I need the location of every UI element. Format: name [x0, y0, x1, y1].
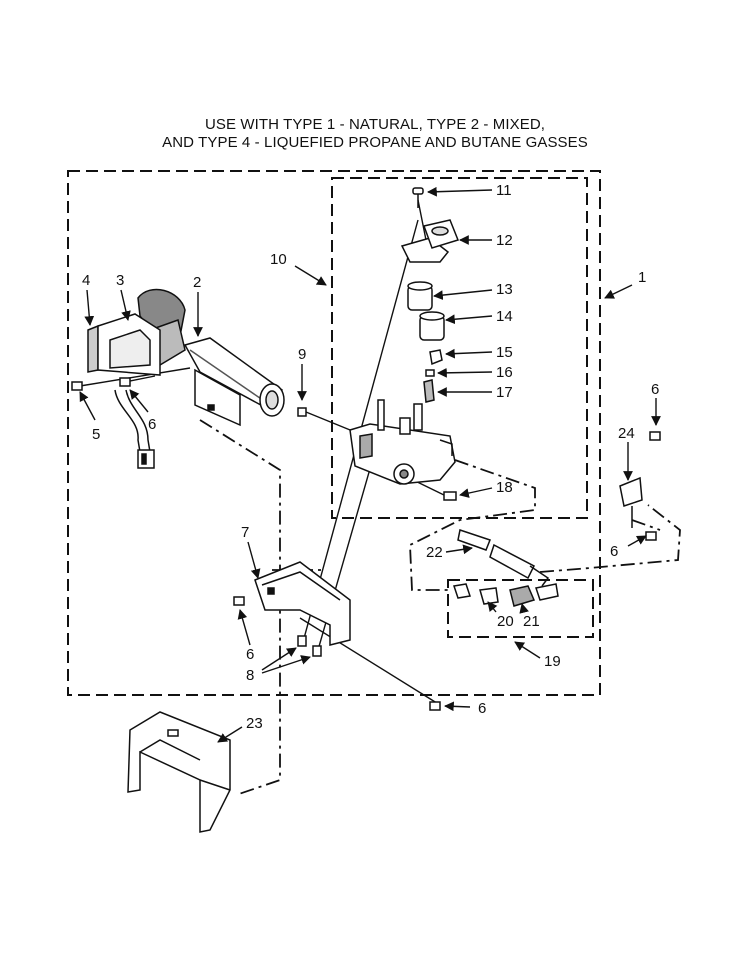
- callout-5: 5: [92, 426, 100, 443]
- callout-3: 3: [116, 272, 124, 289]
- screw-6-lower-right: [645, 531, 657, 541]
- leader-16: [437, 367, 493, 378]
- callout-6-upper-right: 6: [651, 381, 659, 398]
- leader-5: [79, 391, 96, 421]
- leader-6e: [444, 701, 471, 712]
- connection-lines: [199, 419, 681, 796]
- callout-6-left: 6: [148, 416, 156, 433]
- part-screw-11: [412, 187, 424, 208]
- callout-22: 22: [426, 544, 443, 561]
- leader-1: [604, 284, 633, 299]
- leader-13: [433, 289, 493, 300]
- screw-6-left: [119, 377, 131, 387]
- screw-8a: [297, 635, 307, 647]
- callout-14: 14: [496, 308, 513, 325]
- callout-1: 1: [638, 269, 646, 286]
- part-orifice-fittings: [453, 583, 559, 607]
- connection-line-to-item-24: [539, 504, 681, 573]
- leader-11: [427, 186, 493, 197]
- boundary-item-19: [447, 579, 594, 638]
- callout-24: 24: [618, 425, 635, 442]
- callout-6-lower-right: 6: [610, 543, 618, 560]
- diagram-title-line-2: AND TYPE 4 - LIQUEFIED PROPANE AND BUTAN…: [162, 134, 588, 151]
- callout-7: 7: [241, 524, 249, 541]
- leader-7: [247, 541, 261, 579]
- part-screw-18: [443, 491, 457, 501]
- callout-12: 12: [496, 232, 513, 249]
- part-15-16-17: [423, 349, 443, 403]
- part-igniter-bracket: [87, 313, 161, 469]
- callout-numbers: 1 2 3 4 5 6 6 6 6 6 7 8 9 10 11 12 13 14…: [82, 182, 659, 732]
- connection-line-bracket2-to-bracket23: [199, 419, 281, 796]
- part-bracket-24: [619, 476, 643, 528]
- callout-8: 8: [246, 667, 254, 684]
- callout-2: 2: [193, 274, 201, 291]
- leader-19: [514, 641, 541, 659]
- part-gas-valve-body: [349, 399, 456, 485]
- leader-23: [217, 726, 243, 743]
- callout-19: 19: [544, 653, 561, 670]
- assembly-boundaries: [67, 170, 601, 696]
- screws: [71, 377, 661, 711]
- leader-22: [445, 544, 473, 555]
- callout-15: 15: [496, 344, 513, 361]
- screw-6-bottom: [429, 701, 441, 711]
- callout-9: 9: [298, 346, 306, 363]
- leader-14: [445, 314, 493, 325]
- assembly-line-screw-11: [417, 199, 427, 241]
- part-base-bracket-23: [127, 711, 231, 833]
- connection-line-item-24-valve: [631, 519, 661, 531]
- screw-8b: [312, 645, 322, 657]
- callout-6-bottom: 6: [478, 700, 486, 717]
- leader-6c: [627, 535, 647, 547]
- boundary-item-10: [331, 177, 588, 519]
- part-mounting-bracket-7: [254, 561, 351, 646]
- part-solenoid-coil-13: [407, 281, 433, 311]
- diagram-title-line-1: USE WITH TYPE 1 - NATURAL, TYPE 2 - MIXE…: [204, 116, 546, 133]
- screw-9: [297, 407, 307, 417]
- leader-4: [84, 289, 95, 326]
- part-nozzle-tube: [457, 529, 550, 587]
- leader-10: [294, 265, 327, 286]
- callout-10: 10: [270, 251, 287, 268]
- screw-6-bracket: [233, 596, 245, 606]
- boundary-item-1: [67, 170, 601, 696]
- assembly-line-screw-5: [79, 367, 191, 387]
- callout-16: 16: [496, 364, 513, 381]
- connection-line-valve-to-nozzle: [409, 459, 536, 591]
- callout-13: 13: [496, 281, 513, 298]
- leader-6d: [237, 609, 251, 646]
- callout-17: 17: [496, 384, 513, 401]
- leader-20: [487, 601, 498, 613]
- leader-8b: [261, 655, 311, 674]
- leader-3: [120, 289, 131, 321]
- assembly-line-screw-6-lower: [299, 617, 441, 706]
- part-solenoid-coil-14: [419, 311, 445, 341]
- callout-20: 20: [497, 613, 514, 630]
- leader-15: [445, 348, 493, 359]
- screw-6-upper-right: [649, 431, 661, 441]
- callout-6-bracket: 6: [246, 646, 254, 663]
- part-coil-bracket: [400, 219, 459, 263]
- assembly-line-screw-9: [305, 411, 356, 433]
- callout-4: 4: [82, 272, 90, 289]
- leader-18: [459, 487, 493, 498]
- callout-21: 21: [523, 613, 540, 630]
- callout-11: 11: [496, 182, 512, 199]
- leader-6a: [129, 389, 149, 413]
- callout-23: 23: [246, 715, 263, 732]
- screw-5: [71, 381, 83, 391]
- leader-8a: [261, 647, 297, 671]
- callout-18: 18: [496, 479, 513, 496]
- leader-21: [519, 603, 529, 614]
- callout-leaders: [79, 186, 661, 743]
